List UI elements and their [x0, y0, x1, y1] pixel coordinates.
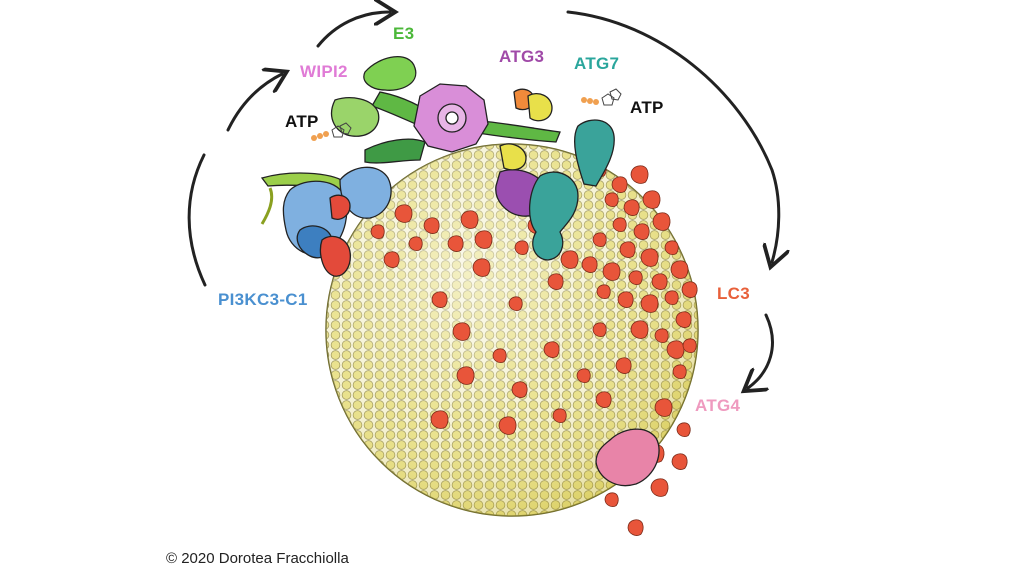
lc3-blob — [431, 291, 448, 308]
label-e3: E3 — [393, 24, 415, 43]
lc3-blob — [670, 260, 689, 279]
lc3-blob — [452, 322, 471, 341]
lc3-blob — [628, 270, 643, 285]
arrow-right-big — [566, 10, 779, 262]
lc3-blob — [552, 408, 567, 423]
atg3-protein — [495, 88, 553, 217]
label-atg7: ATG7 — [574, 54, 620, 73]
arrow-left-upper — [226, 74, 282, 132]
lc3-blob — [650, 478, 669, 497]
lc3-blob — [642, 190, 661, 209]
lc3-blob — [676, 422, 691, 437]
label-atp-right: ATP — [630, 98, 664, 117]
arrow-left-lower — [187, 153, 207, 287]
lc3-blob — [498, 416, 517, 435]
lc3-blob — [615, 357, 632, 374]
lc3-blob — [666, 340, 685, 359]
lc3-blob — [508, 296, 523, 311]
lc3-blob — [394, 204, 413, 223]
lc3-blob — [576, 368, 591, 383]
lc3-blob — [543, 341, 560, 358]
lc3-blob — [640, 294, 659, 313]
lc3-blob — [595, 391, 612, 408]
lc3-blob — [640, 248, 659, 267]
lc3-blob — [596, 284, 611, 299]
lc3-blob — [460, 210, 479, 229]
lc3-blob — [664, 240, 679, 255]
atg4-protein — [595, 428, 660, 487]
lc3-blob — [675, 311, 692, 328]
lc3-blob — [511, 381, 528, 398]
lc3-blob — [630, 165, 649, 184]
label-atg4: ATG4 — [695, 396, 741, 415]
lc3-blob — [682, 338, 697, 353]
atp-molecule-left — [311, 122, 352, 141]
lc3-blob — [581, 256, 598, 273]
label-atp-left: ATP — [285, 112, 319, 131]
e3-complex — [330, 56, 561, 164]
lc3-blob — [514, 240, 529, 255]
lc3-blob — [474, 230, 493, 249]
wipi2-protein — [413, 83, 489, 153]
lc3-blob — [447, 235, 464, 252]
lc3-blob — [423, 217, 440, 234]
lc3-blob — [408, 236, 423, 251]
lc3-blob — [370, 224, 385, 239]
lc3-blob — [430, 410, 449, 429]
lc3-blob — [472, 258, 491, 277]
atp-molecule-right — [581, 88, 622, 106]
label-wipi2: WIPI2 — [300, 62, 348, 81]
pi3kc3-c1-complex — [260, 166, 392, 277]
lc3-blob — [592, 322, 607, 337]
arrow-top-left — [316, 12, 390, 48]
label-lc3: LC3 — [717, 284, 751, 303]
arrow-right-lower — [748, 313, 774, 388]
lc3-blob — [492, 348, 507, 363]
lc3-blob — [627, 519, 644, 536]
lc3-blob — [604, 492, 619, 507]
lc3-blob — [456, 366, 475, 385]
atg7-protein — [528, 119, 615, 261]
lc3-blob — [664, 290, 679, 305]
lc3-blob — [602, 262, 621, 281]
lc3-blob — [651, 273, 668, 290]
lc3-blob — [630, 320, 649, 339]
lc3-blob — [654, 398, 673, 417]
lc3-blob — [383, 251, 400, 268]
cycle-arrows — [187, 10, 779, 388]
lc3-blob — [681, 281, 698, 298]
lc3-blob — [619, 241, 636, 258]
lc3-blob — [633, 223, 650, 240]
lc3-blob — [592, 232, 607, 247]
copyright-credit: © 2020 Dorotea Fracchiolla — [166, 550, 349, 567]
lc3-blob — [611, 176, 628, 193]
lc3-blob — [672, 364, 687, 379]
lc3-blob — [560, 250, 579, 269]
lc3-blob — [612, 217, 627, 232]
label-atg3: ATG3 — [499, 47, 545, 66]
lc3-blob — [604, 192, 619, 207]
lc3-blob — [617, 291, 634, 308]
lc3-blob — [547, 273, 564, 290]
label-pi3kc3-c1: PI3KC3-C1 — [218, 290, 308, 309]
lc3-blob — [623, 199, 640, 216]
lc3-blob — [652, 212, 671, 231]
lc3-blob — [654, 328, 669, 343]
lc3-blob — [671, 453, 688, 470]
